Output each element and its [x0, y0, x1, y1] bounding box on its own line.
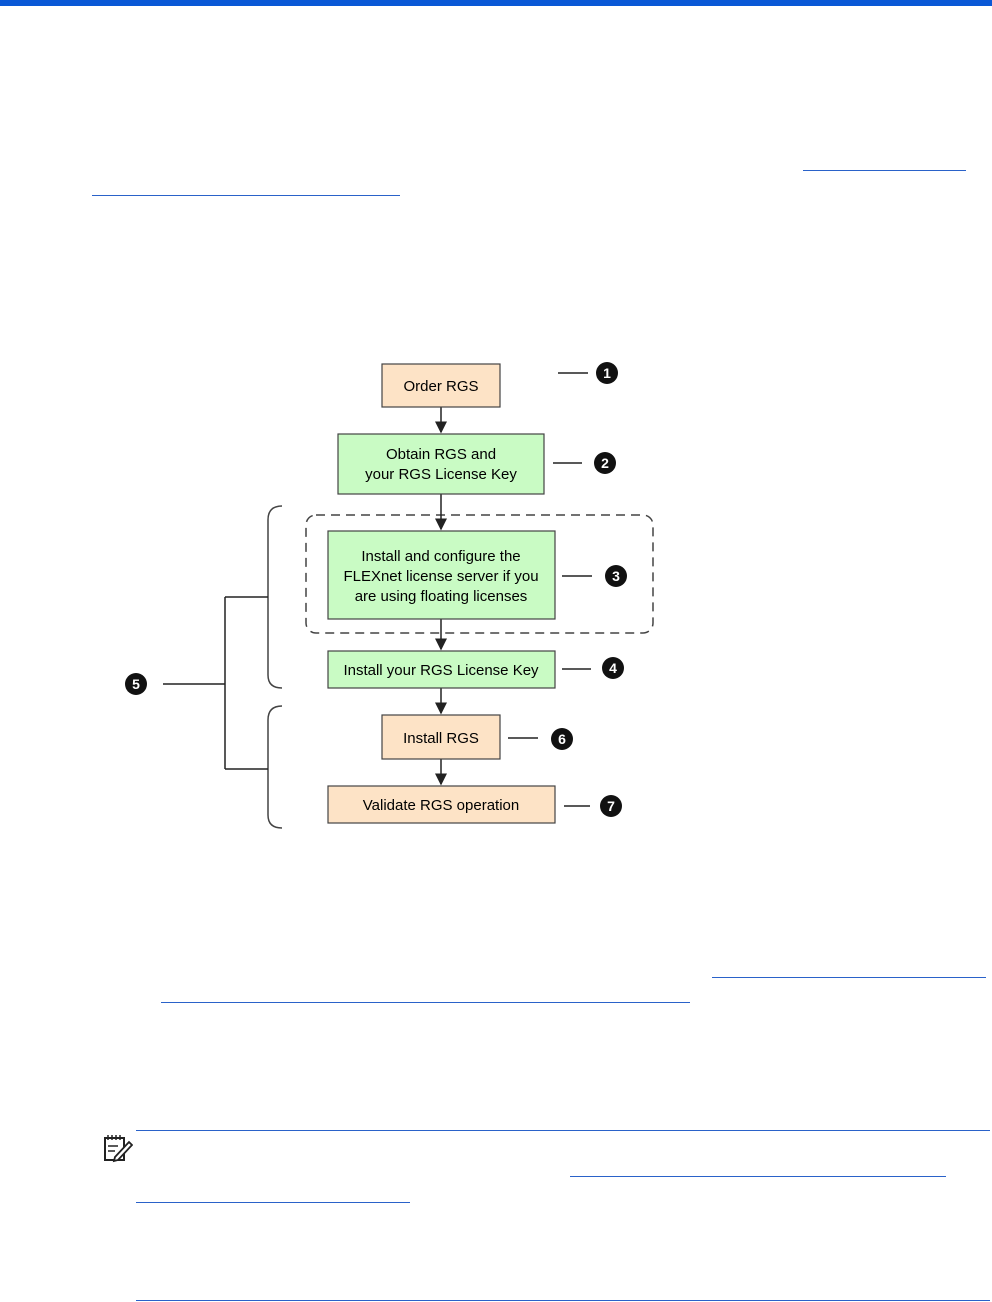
step-label: your RGS License Key	[365, 466, 517, 483]
callout-4: 4	[602, 657, 624, 679]
step-label: FLEXnet license server if you	[343, 568, 538, 585]
link-underline[interactable]	[712, 977, 986, 978]
callout-7: 7	[600, 795, 622, 817]
link-underline[interactable]	[92, 195, 400, 196]
step-label: Install RGS	[403, 730, 479, 747]
svg-text:6: 6	[558, 731, 566, 747]
callout-2: 2	[594, 452, 616, 474]
step-label: Order RGS	[403, 378, 478, 395]
note-pencil-icon	[104, 1135, 133, 1163]
link-underline[interactable]	[161, 1002, 690, 1003]
svg-text:7: 7	[607, 798, 615, 814]
step-label: Obtain RGS and	[386, 446, 496, 463]
step-7-validate: Validate RGS operation	[327, 785, 556, 824]
step-label: Install your RGS License Key	[343, 662, 539, 679]
top-accent-bar	[0, 0, 992, 6]
svg-text:4: 4	[609, 660, 617, 676]
brace-lower	[267, 705, 283, 829]
step-6-install-rgs: Install RGS	[381, 714, 501, 760]
callout-1: 1	[596, 362, 618, 384]
step-label: Install and configure the	[361, 548, 520, 565]
link-underline[interactable]	[803, 170, 966, 171]
link-underline[interactable]	[136, 1202, 410, 1203]
note-bottom-rule	[136, 1300, 990, 1301]
step-label: Validate RGS operation	[363, 797, 519, 814]
brace-upper	[267, 505, 283, 689]
callout-6: 6	[551, 728, 573, 750]
step-2-obtain-rgs: Obtain RGS and your RGS License Key	[337, 433, 545, 495]
callout-3: 3	[605, 565, 627, 587]
installation-flowchart: Order RGS Obtain RGS and your RGS Licens…	[125, 362, 654, 829]
floating-license-group	[305, 514, 654, 634]
callout-5: 5	[125, 673, 147, 695]
step-3-flexnet-server: Install and configure the FLEXnet licens…	[327, 530, 556, 620]
svg-text:2: 2	[601, 455, 609, 471]
step-label: are using floating licenses	[355, 588, 528, 605]
step-4-license-key: Install your RGS License Key	[327, 650, 556, 689]
note-top-rule	[136, 1130, 990, 1131]
svg-text:3: 3	[612, 568, 620, 584]
svg-text:1: 1	[603, 365, 611, 381]
link-underline[interactable]	[570, 1176, 946, 1177]
svg-text:5: 5	[132, 676, 140, 692]
step-1-order-rgs: Order RGS	[381, 363, 501, 408]
